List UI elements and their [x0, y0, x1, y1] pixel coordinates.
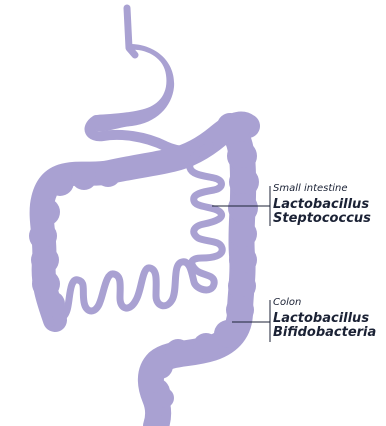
colon-species-1: Lactobacillus — [273, 312, 376, 326]
colon-heading: Colon — [273, 298, 376, 309]
rectum — [153, 400, 156, 426]
small-intestine-species-1: Lactobacillus — [273, 198, 371, 212]
small-intestine-label: Small intestine Lactobacillus Steptococc… — [273, 184, 371, 227]
small-intestine-heading: Small intestine — [273, 184, 371, 195]
small-intestine-species-2: Steptococcus — [273, 212, 371, 226]
colon-label: Colon Lactobacillus Bifidobacteria — [273, 298, 376, 341]
colon-species-2: Bifidobacteria — [273, 326, 376, 340]
digestive-tract — [29, 8, 259, 426]
stomach — [88, 44, 174, 131]
